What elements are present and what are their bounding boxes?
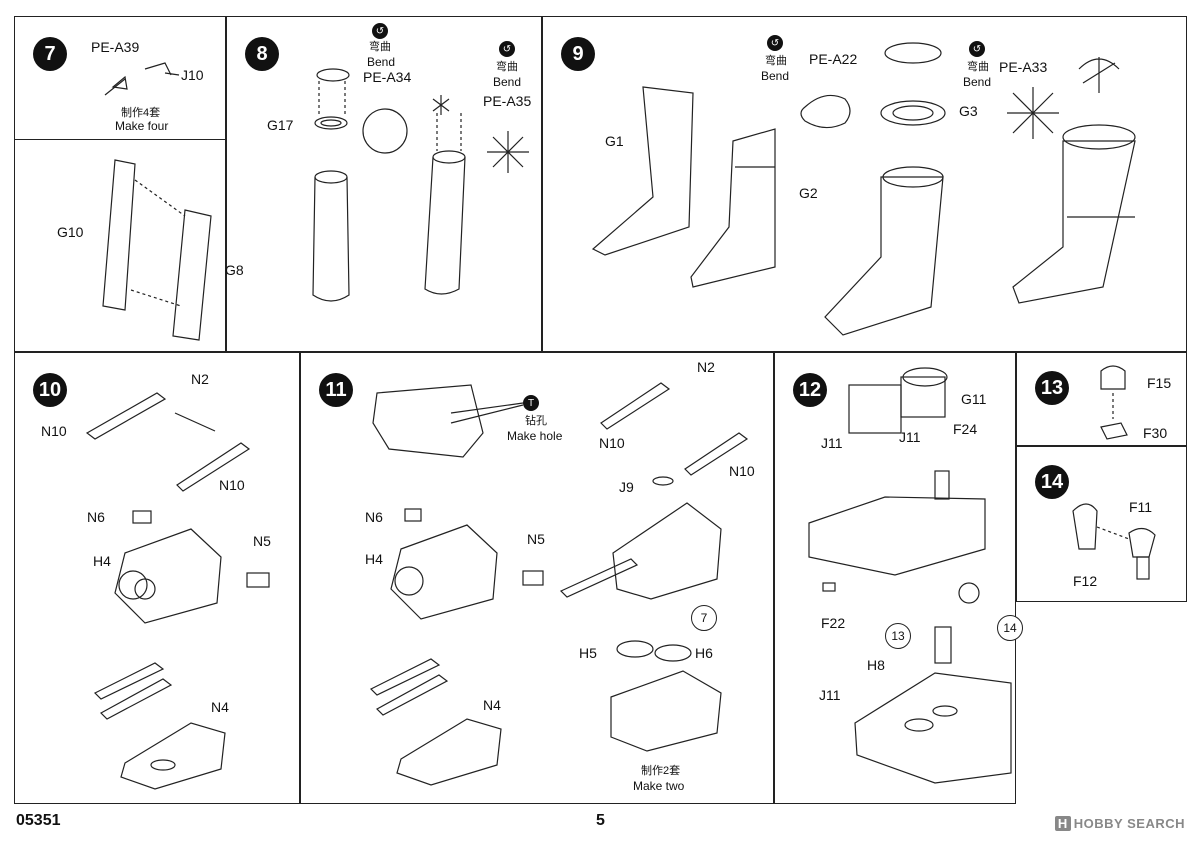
label-g8: G8 bbox=[225, 262, 244, 278]
ref-step-7: 7 bbox=[691, 605, 717, 631]
label-j11-c: J11 bbox=[819, 687, 841, 703]
label-f22: F22 bbox=[821, 615, 846, 631]
label-n6: N6 bbox=[87, 509, 105, 525]
label-j11-b: J11 bbox=[899, 429, 921, 445]
hole-icon: T bbox=[523, 395, 539, 411]
g10-g8-drawing bbox=[102, 159, 212, 341]
label-pe-a35: PE-A35 bbox=[483, 93, 532, 109]
step-14-panel: 14 F11 F12 bbox=[1016, 446, 1187, 602]
label-j10: J10 bbox=[181, 67, 204, 83]
bend-en-2: Bend bbox=[493, 75, 522, 89]
step-10-panel: 10 N2 N10 N10 N6 N5 H4 N4 bbox=[14, 352, 300, 804]
label-n2: N2 bbox=[697, 359, 715, 375]
step-7-panel: 7 PE-A39 J10 制作4套 Make four bbox=[14, 16, 226, 140]
label-j9: J9 bbox=[619, 479, 634, 495]
make-four-en: Make four bbox=[115, 119, 169, 133]
bend-cn-2: 弯曲 bbox=[496, 61, 518, 73]
make-two-en: Make two bbox=[633, 779, 685, 793]
step-9-number: 9 bbox=[561, 37, 595, 71]
bend-icon-3: ↺ bbox=[767, 35, 783, 51]
label-f12: F12 bbox=[1073, 573, 1098, 589]
label-g17: G17 bbox=[267, 117, 294, 133]
step-12-number: 12 bbox=[793, 373, 827, 407]
watermark-text: HOBBY SEARCH bbox=[1073, 816, 1185, 831]
label-n4: N4 bbox=[211, 699, 229, 715]
label-f15: F15 bbox=[1147, 375, 1172, 391]
step-7-number: 7 bbox=[33, 37, 67, 71]
label-h4: H4 bbox=[365, 551, 383, 567]
step-13-panel: 13 F15 F30 bbox=[1016, 352, 1187, 446]
label-pe-a39: PE-A39 bbox=[91, 39, 140, 55]
bend-en-1: Bend bbox=[367, 55, 396, 69]
step-8-panel: 8 ↺ 弯曲 Bend ↺ 弯曲 Bend PE-A34 PE-A35 G17 bbox=[226, 16, 542, 352]
label-g1: G1 bbox=[605, 133, 624, 149]
step-13-number: 13 bbox=[1035, 371, 1069, 405]
page-number: 5 bbox=[596, 812, 605, 829]
label-f11: F11 bbox=[1129, 499, 1153, 515]
step-11-number: 11 bbox=[319, 373, 353, 407]
bend-en-4: Bend bbox=[963, 75, 992, 89]
label-g10: G10 bbox=[57, 224, 84, 240]
label-n5: N5 bbox=[253, 533, 271, 549]
label-n10-a: N10 bbox=[599, 435, 625, 451]
step-10-drawing bbox=[85, 392, 270, 790]
label-n4: N4 bbox=[483, 697, 501, 713]
label-n2: N2 bbox=[191, 371, 209, 387]
label-n6: N6 bbox=[365, 509, 383, 525]
step-7-drawing bbox=[104, 62, 180, 96]
bend-icon-1: ↺ bbox=[372, 23, 388, 39]
label-g3: G3 bbox=[959, 103, 978, 119]
bend-en-3: Bend bbox=[761, 69, 790, 83]
step-8-drawing bbox=[312, 68, 529, 302]
label-h8: H8 bbox=[867, 657, 885, 673]
label-g2: G2 bbox=[799, 185, 818, 201]
step-10-number: 10 bbox=[33, 373, 67, 407]
kit-code: 05351 bbox=[16, 812, 61, 829]
label-pe-a22: PE-A22 bbox=[809, 51, 858, 67]
watermark-badge: H bbox=[1054, 816, 1071, 831]
ref-step-13: 13 bbox=[885, 623, 911, 649]
bend-icon-4: ↺ bbox=[969, 41, 985, 57]
label-f30: F30 bbox=[1143, 425, 1168, 441]
label-h5: H5 bbox=[579, 645, 597, 661]
step-7-assembly-panel: G10 G8 bbox=[14, 140, 244, 352]
label-j11-a: J11 bbox=[821, 435, 843, 451]
label-h4: H4 bbox=[93, 553, 111, 569]
label-n10-a: N10 bbox=[41, 423, 67, 439]
bend-icon-2: ↺ bbox=[499, 41, 515, 57]
label-h6: H6 bbox=[695, 645, 713, 661]
step-9-drawing bbox=[591, 42, 1136, 336]
step-11-drawing bbox=[369, 382, 749, 786]
label-n10-b: N10 bbox=[729, 463, 755, 479]
step-11-panel: 11 T 钻孔 Make hole N2 N10 N10 J9 N6 N5 H4… bbox=[300, 352, 774, 804]
bend-cn-3: 弯曲 bbox=[765, 55, 787, 67]
step-14-drawing bbox=[1072, 503, 1156, 580]
step-13-drawing bbox=[1100, 365, 1128, 440]
label-pe-a34: PE-A34 bbox=[363, 69, 412, 85]
step-12-panel: 12 G11 J11 J11 F24 F22 13 14 H8 J11 bbox=[774, 352, 1023, 804]
step-14-number: 14 bbox=[1035, 465, 1069, 499]
make-four-cn: 制作4套 bbox=[121, 107, 161, 119]
bend-cn-1: 弯曲 bbox=[369, 41, 391, 53]
make-two-cn: 制作2套 bbox=[641, 765, 681, 777]
label-g11: G11 bbox=[961, 391, 987, 407]
step-9-panel: 9 ↺ 弯曲 Bend ↺ 弯曲 Bend PE-A22 PE-A33 G3 G… bbox=[542, 16, 1187, 352]
step-12-drawing bbox=[808, 367, 1012, 784]
hole-en: Make hole bbox=[507, 429, 563, 443]
hole-cn: 钻孔 bbox=[525, 415, 547, 427]
label-f24: F24 bbox=[953, 421, 978, 437]
bend-cn-4: 弯曲 bbox=[967, 61, 989, 73]
label-n10-b: N10 bbox=[219, 477, 245, 493]
label-pe-a33: PE-A33 bbox=[999, 59, 1048, 75]
ref-step-14: 14 bbox=[997, 615, 1023, 641]
step-8-number: 8 bbox=[245, 37, 279, 71]
label-n5: N5 bbox=[527, 531, 545, 547]
